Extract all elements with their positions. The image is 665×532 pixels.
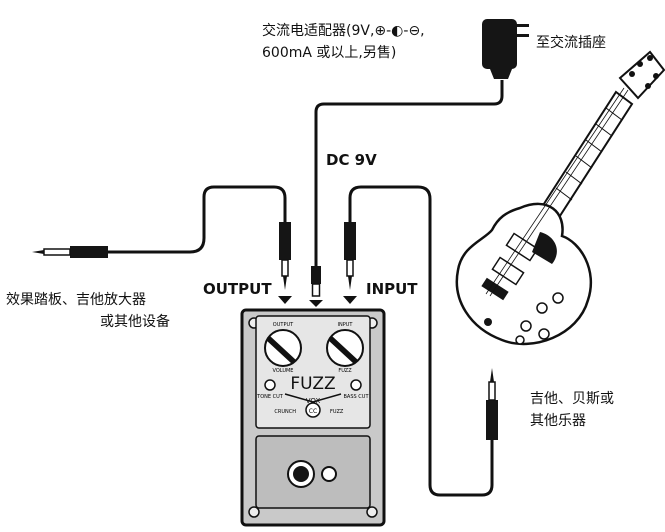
volume-knob xyxy=(264,329,302,367)
ac-adapter-icon xyxy=(482,19,529,79)
amp-label-line2: 或其他设备 xyxy=(100,314,170,330)
input-plug-icon xyxy=(344,222,356,290)
pedal-brand: VOX xyxy=(306,397,321,405)
mode-switch xyxy=(305,402,321,418)
mode-right-label: FUZZ xyxy=(330,409,344,415)
input-cable xyxy=(348,185,494,497)
footswitch xyxy=(287,460,315,488)
bass-cut-label: BASS CUT xyxy=(344,394,370,400)
input-jack-label: INPUT xyxy=(366,280,418,298)
electric-guitar xyxy=(455,50,665,346)
bass-cut-switch xyxy=(350,379,362,391)
ac-outlet-label: 至交流插座 xyxy=(536,35,606,51)
instrument-label-line1: 吉他、贝斯或 xyxy=(530,391,614,407)
dc-jack-label: DC 9V xyxy=(326,151,377,169)
dc-plug-icon xyxy=(311,266,321,297)
mode-left-label: CRUNCH xyxy=(274,409,296,415)
led-indicator xyxy=(321,466,337,482)
output-cable xyxy=(108,185,287,254)
mode-badge-label: CC xyxy=(309,408,317,415)
knob-left-top-label: OUTPUT xyxy=(273,322,294,328)
dc-arrow-icon xyxy=(309,300,323,307)
fuzz-knob xyxy=(326,329,364,367)
output-jack-label: OUTPUT xyxy=(203,280,272,298)
output-plug-icon xyxy=(279,222,291,290)
instrument-label-line2: 其他乐器 xyxy=(530,413,586,429)
dc-power-cable xyxy=(314,80,504,268)
amp-label-line1: 效果踏板、吉他放大器 xyxy=(6,292,146,308)
tone-cut-switch xyxy=(264,379,276,391)
knob-right-top-label: INPUT xyxy=(338,322,354,328)
pedal-name: FUZZ xyxy=(290,374,335,394)
knob-left-bottom-label: VOLUME xyxy=(273,368,294,374)
output-arrow-icon xyxy=(278,296,292,304)
adapter-label-line2: 600mA 或以上,另售) xyxy=(262,45,397,61)
knob-right-bottom-label: FUZZ xyxy=(338,368,352,374)
instrument-plug-icon xyxy=(486,368,498,440)
tone-cut-label: TONE CUT xyxy=(256,394,284,400)
adapter-label-line1: 交流电适配器(9V,⊕-◐-⊖, xyxy=(262,23,425,39)
amp-plug-icon xyxy=(32,246,108,258)
input-arrow-icon xyxy=(343,296,357,304)
fuzz-pedal: FUZZ VOX OUTPUT VOLUME INPUT FUZZ TONE C… xyxy=(240,308,386,527)
